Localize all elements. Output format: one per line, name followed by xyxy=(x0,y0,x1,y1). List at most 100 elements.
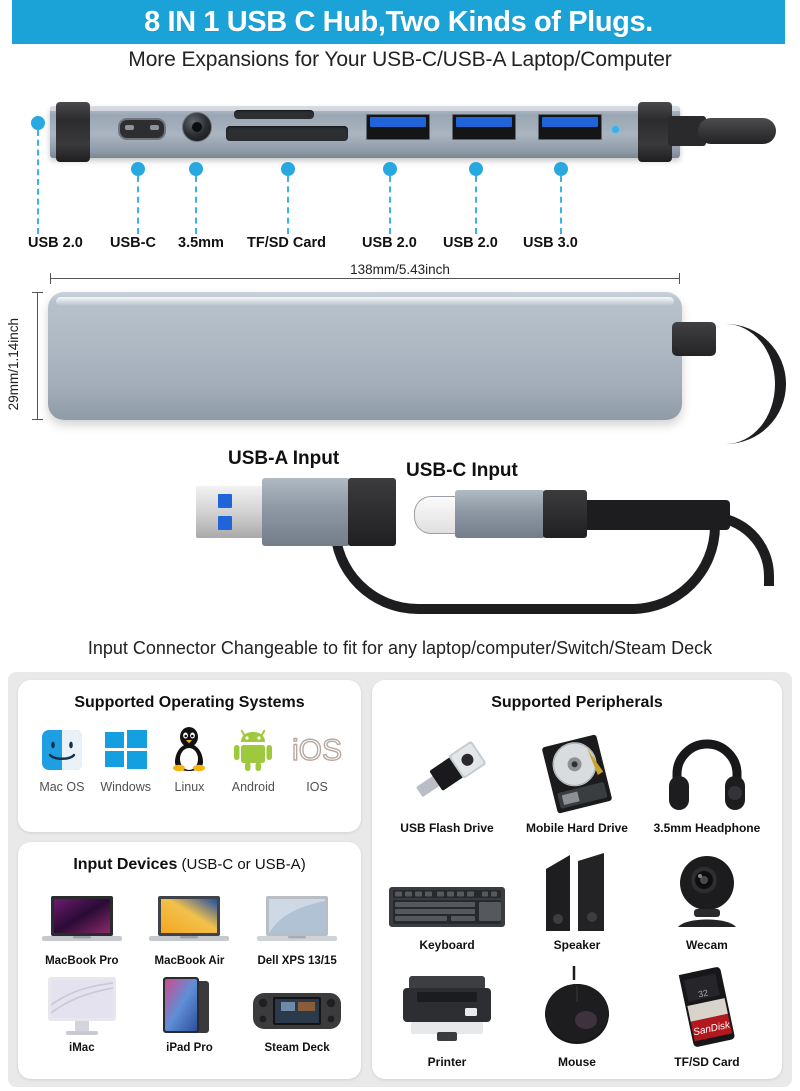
macbook-pro-icon xyxy=(28,888,136,950)
hard-drive-icon xyxy=(512,722,642,816)
dimension-diagram: 138mm/5.43inch 29mm/1.14inch xyxy=(0,262,800,444)
page-subtitle: More Expansions for Your USB-C/USB-A Lap… xyxy=(128,48,672,71)
callout-line xyxy=(195,176,197,234)
callout-dot-icon xyxy=(281,162,295,176)
os-label-ios: IOS xyxy=(306,780,328,794)
peripheral-speaker: Speaker xyxy=(512,839,642,952)
android-robot-icon xyxy=(222,724,284,776)
peripheral-mouse: Mouse xyxy=(512,956,642,1069)
input-device-label-imac: iMac xyxy=(69,1042,95,1054)
usb-c-connector-boot xyxy=(543,490,587,538)
port-label-usb20-a: USB 2.0 xyxy=(362,235,417,251)
input-device-macbook-pro: MacBook Pro xyxy=(28,888,136,967)
port-label-usb30: USB 3.0 xyxy=(523,235,578,251)
peripheral-headphone: 3.5mm Headphone xyxy=(642,722,772,835)
tf-card-slot-icon xyxy=(234,110,314,119)
input-device-label-macbook-pro: MacBook Pro xyxy=(45,955,119,967)
peripherals-grid: USB Flash Drive xyxy=(372,712,782,1069)
input-device-label-ipad-pro: iPad Pro xyxy=(166,1042,213,1054)
input-devices-title-bold: Input Devices xyxy=(73,856,178,873)
peripheral-usb-flash-drive: USB Flash Drive xyxy=(382,722,512,835)
port-label-usb20-left: USB 2.0 xyxy=(28,235,83,251)
input-devices-title-sub: (USB-C or USB-A) xyxy=(177,856,306,873)
usb-c-port-icon xyxy=(118,118,166,140)
connector-caption: Input Connector Changeable to fit for an… xyxy=(87,638,713,658)
imac-desktop-icon xyxy=(28,975,136,1037)
port-label-35mm: 3.5mm xyxy=(178,235,224,251)
callout-line xyxy=(137,176,139,234)
usb-a-connector-shell xyxy=(262,478,350,546)
peripheral-printer: Printer xyxy=(382,956,512,1069)
input-device-label-macbook-air: MacBook Air xyxy=(154,955,225,967)
usb-a-port-icon-3 xyxy=(538,114,602,140)
sd-card-slot-icon xyxy=(226,126,348,141)
peripheral-label-hard-drive: Mobile Hard Drive xyxy=(525,821,628,835)
ios-wordmark-icon: iOS xyxy=(286,724,348,776)
tux-penguin-icon xyxy=(158,724,220,776)
compatibility-section: Supported Operating Systems Mac OS xyxy=(8,672,792,1087)
page-title: 8 IN 1 USB C Hub,Two Kinds of Plugs. xyxy=(144,5,653,38)
port-label-tfsd: TF/SD Card xyxy=(247,235,326,251)
callout-line xyxy=(560,176,562,234)
width-dimension-line xyxy=(50,273,680,284)
audio-jack-port-icon xyxy=(182,112,212,142)
supported-peripherals-panel: Supported Peripherals xyxy=(372,680,782,1079)
hub-tail-cable xyxy=(700,324,786,444)
printer-icon xyxy=(382,956,512,1050)
port-label-usbc: USB-C xyxy=(110,235,156,251)
sd-card-icon: 32 SanDisk xyxy=(642,956,772,1050)
peripheral-label-sd-card: TF/SD Card xyxy=(674,1055,740,1069)
os-item-windows: Windows xyxy=(95,724,157,794)
input-device-label-dell-xps: Dell XPS 13/15 xyxy=(257,955,337,967)
os-item-macos: Mac OS xyxy=(31,724,93,794)
peripheral-label-speaker: Speaker xyxy=(553,938,601,952)
main-cable xyxy=(580,500,730,530)
callout-dot-icon xyxy=(383,162,397,176)
hub-body-3d xyxy=(48,292,682,420)
macbook-air-icon xyxy=(136,888,244,950)
peripheral-keyboard: Keyboard xyxy=(382,839,512,952)
input-device-dell-xps: Dell XPS 13/15 xyxy=(243,888,351,967)
finder-icon xyxy=(31,724,93,776)
callout-dot-icon xyxy=(469,162,483,176)
callout-line xyxy=(389,176,391,234)
keyboard-icon xyxy=(382,839,512,933)
os-label-linux: Linux xyxy=(174,780,205,794)
os-label-windows: Windows xyxy=(100,780,152,794)
input-device-imac: iMac xyxy=(28,975,136,1054)
input-device-macbook-air: MacBook Air xyxy=(136,888,244,967)
usb-c-input-label: USB-C Input xyxy=(406,460,518,481)
callout-line xyxy=(37,130,39,234)
os-item-android: Android xyxy=(222,724,284,794)
peripheral-label-printer: Printer xyxy=(427,1055,467,1069)
usb-a-input-label: USB-A Input xyxy=(228,448,340,469)
supported-os-list: Mac OS Windows xyxy=(18,724,361,794)
usb-a-port-icon-2 xyxy=(452,114,516,140)
input-device-steam-deck: Steam Deck xyxy=(243,975,351,1054)
hub-front-face-diagram xyxy=(0,100,800,260)
hub-right-endcap xyxy=(638,102,672,162)
supported-peripherals-title: Supported Peripherals xyxy=(491,694,663,711)
windows-icon xyxy=(95,724,157,776)
hub-plug-tip xyxy=(698,118,776,144)
peripheral-webcam: Wecam xyxy=(642,839,772,952)
peripheral-hard-drive: Mobile Hard Drive xyxy=(512,722,642,835)
input-devices-panel: Input Devices (USB-C or USB-A) xyxy=(18,842,361,1079)
peripheral-label-keyboard: Keyboard xyxy=(419,938,475,952)
input-device-ipad-pro: iPad Pro xyxy=(136,975,244,1054)
width-dimension-label: 138mm/5.43inch xyxy=(350,262,450,277)
usb-flash-drive-icon xyxy=(382,722,512,816)
svg-text:iOS: iOS xyxy=(292,734,342,767)
callout-dot-icon xyxy=(554,162,568,176)
svg-text:32: 32 xyxy=(697,988,709,1000)
callout-dot-icon xyxy=(31,116,45,130)
usb-a-connector-head xyxy=(196,486,264,538)
callout-dot-icon xyxy=(189,162,203,176)
usb-a-connector-boot xyxy=(348,478,396,546)
supported-os-title: Supported Operating Systems xyxy=(74,694,305,711)
dell-xps-laptop-icon xyxy=(243,888,351,950)
peripheral-label-mouse: Mouse xyxy=(557,1055,596,1069)
peripheral-label-headphone: 3.5mm Headphone xyxy=(653,821,761,835)
peripheral-label-usb-flash-drive: USB Flash Drive xyxy=(400,821,494,835)
